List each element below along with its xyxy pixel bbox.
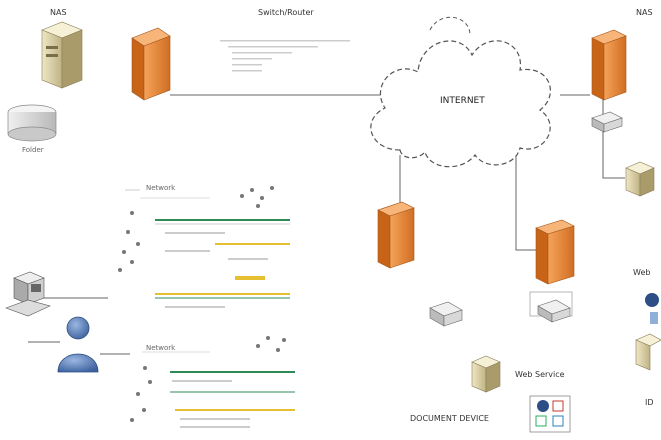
cloud-icon <box>370 40 551 168</box>
wire-internet-fw4 <box>515 155 540 251</box>
web-service-icon <box>529 395 571 433</box>
user-icon <box>57 316 99 373</box>
database-label: Folder <box>22 146 44 154</box>
nas-server-icon <box>41 21 83 89</box>
database-icon <box>7 104 57 142</box>
web-label: Web <box>633 268 651 277</box>
web-globe-icon <box>645 293 659 324</box>
bottom-device-label: DOCUMENT DEVICE <box>410 414 489 423</box>
top-right-label: NAS <box>636 8 653 17</box>
server-icon <box>625 161 655 197</box>
firewall-icon <box>535 219 575 285</box>
top-center-label: Switch/Router <box>258 8 314 17</box>
panel-bottom-label: Network <box>146 344 176 352</box>
cloud-top-puff <box>429 16 471 36</box>
top-text-block <box>220 40 350 72</box>
internet-label: INTERNET <box>440 96 485 106</box>
firewall-icon <box>131 27 171 101</box>
router-icon <box>591 111 623 133</box>
web-service-label: Web Service <box>515 370 565 379</box>
nas-label: NAS <box>50 8 67 17</box>
server-icon <box>471 355 501 393</box>
router-icon <box>429 301 463 327</box>
bottom-right-label: ID <box>645 398 654 407</box>
router-icon <box>529 291 573 323</box>
info-panel-top <box>118 186 290 308</box>
panel-top-label: Network <box>146 184 176 192</box>
firewall-icon <box>591 29 627 101</box>
info-panel-bottom <box>130 336 295 428</box>
wire-fw2-server <box>602 95 625 179</box>
firewall-icon <box>377 201 415 269</box>
server-icon <box>635 333 661 371</box>
computer-icon <box>5 271 51 317</box>
